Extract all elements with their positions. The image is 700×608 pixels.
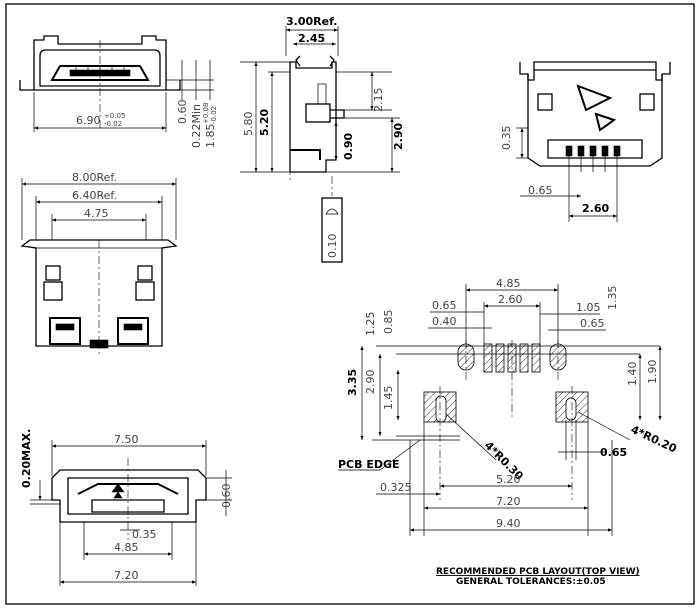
- dim-rear-065: 0.65: [528, 184, 553, 197]
- pcb-layout-title: RECOMMENDED PCB LAYOUT(TOP VIEW): [436, 567, 640, 577]
- dim-top-640ref: 6.40Ref.: [72, 189, 117, 202]
- dim-front-185: 1.85: [204, 124, 217, 149]
- dim-pcb-145: 1.45: [382, 386, 395, 411]
- dim-pcb-520: 5.20: [496, 473, 521, 486]
- general-tolerances: GENERAL TOLERANCES:±0.05: [456, 577, 606, 587]
- dim-bottom-020max: 0.20MAX.: [20, 429, 33, 488]
- dim-front-060: 0.60: [176, 100, 189, 125]
- dim-pcb-065b: 0.65: [580, 317, 605, 330]
- dim-front-690-tol-plus: +0.05: [104, 112, 125, 120]
- dim-pcb-040: 0.40: [432, 315, 457, 328]
- dim-pcb-0325: 0.325: [380, 481, 412, 494]
- bottom-view: 7.50 0.20MAX. 0.60 0.35 4.85 7.20: [20, 429, 233, 586]
- dim-bottom-750: 7.50: [114, 433, 139, 446]
- dim-bottom-035: 0.35: [132, 528, 157, 541]
- dim-rear-035: 0.35: [500, 126, 513, 151]
- dim-front-022min: 0.22Min: [190, 104, 203, 148]
- dim-pcb-135: 1.35: [606, 286, 619, 311]
- dim-pcb-140: 1.40: [626, 362, 639, 387]
- dim-pcb-720: 7.20: [496, 495, 521, 508]
- dim-pcb-065c: 0.65: [600, 446, 627, 459]
- dim-side-300ref: 3.00Ref.: [286, 15, 337, 28]
- dim-pcb-290: 2.90: [364, 370, 377, 395]
- dim-side-010: 0.10: [326, 234, 339, 259]
- dim-rear-260: 2.60: [582, 202, 609, 215]
- dim-side-520: 5.20: [258, 109, 271, 136]
- top-view: 8.00Ref. 6.40Ref. 4.75: [20, 171, 178, 354]
- pcb-edge-label: PCB EDGE: [338, 458, 400, 471]
- dim-top-475: 4.75: [84, 207, 109, 220]
- front-view: 6.90 +0.05 -0.02 0.60 0.22Min 1.85 +0.08…: [19, 35, 218, 149]
- dim-bottom-720: 7.20: [114, 569, 139, 582]
- dim-pcb-485-top: 4.85: [496, 277, 521, 290]
- dim-side-245: 2.45: [298, 32, 325, 45]
- dim-side-215: 2.15: [372, 88, 385, 113]
- dim-pcb-940: 9.40: [496, 517, 521, 530]
- side-view: 3.00Ref. 2.45 5.80 5.20 2.15 2.90 0.90: [240, 15, 405, 263]
- dim-side-580: 5.80: [242, 112, 255, 137]
- dim-pcb-065a: 0.65: [432, 299, 457, 312]
- dim-pcb-335: 3.35: [346, 369, 359, 396]
- dim-bottom-485: 4.85: [114, 541, 139, 554]
- dim-bottom-060: 0.60: [220, 484, 233, 509]
- dim-front-185-tol-plus: +0.08: [202, 103, 210, 124]
- dim-pcb-260: 2.60: [498, 293, 523, 306]
- drawing-frame: [5, 3, 695, 605]
- dim-pcb-105: 1.05: [576, 301, 601, 314]
- dim-front-690-tol-minus: -0.02: [104, 120, 122, 128]
- pcb-layout: 4.85 0.65 2.60 1.05 0.40 0.65 1.25 0.85 …: [338, 277, 679, 536]
- rear-view: 0.35 0.65 2.60: [500, 61, 671, 222]
- dim-side-290: 2.90: [392, 123, 405, 150]
- dim-pcb-r020: 4*R0.20: [629, 423, 679, 456]
- dim-top-800ref: 8.00Ref.: [72, 171, 117, 184]
- dim-pcb-190: 1.90: [646, 360, 659, 385]
- dim-side-090: 0.90: [342, 133, 355, 160]
- dim-pcb-125: 1.25: [364, 312, 377, 337]
- dim-front-185-tol-minus: -0.02: [210, 106, 218, 124]
- dim-pcb-085: 0.85: [382, 310, 395, 335]
- dim-front-690: 6.90: [76, 114, 101, 127]
